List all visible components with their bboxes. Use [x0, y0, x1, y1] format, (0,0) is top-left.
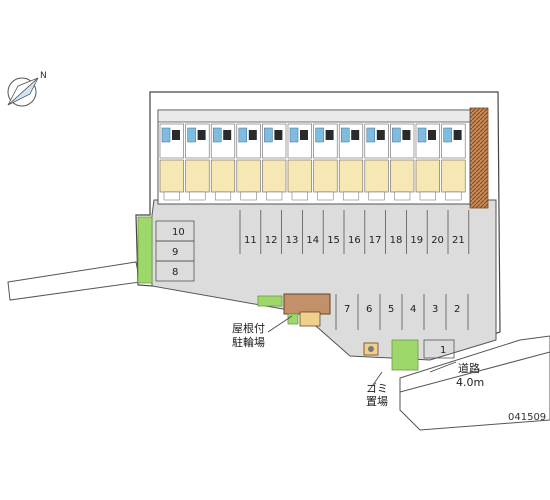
green-area-right	[391, 339, 419, 371]
garbage-station	[363, 342, 379, 356]
road-label-2: 4.0m	[456, 376, 484, 389]
parking-stall-number: 4	[410, 304, 416, 315]
parking-stall-number: 6	[366, 304, 372, 315]
compass-north-label: N	[40, 71, 47, 81]
unit	[313, 123, 338, 201]
parking-stall: 2	[445, 294, 460, 330]
parking-stall: 6	[357, 294, 372, 330]
green-strip-left	[137, 216, 153, 284]
parking-stall-number: 13	[286, 235, 299, 246]
parking-top-row: 11 12 13 14 15 16 17 18 19 20 21	[239, 210, 470, 254]
parking-stall-number: 21	[452, 235, 465, 246]
bicycle-label-2: 駐輪場	[232, 335, 265, 349]
parking-stall: 21	[447, 210, 465, 254]
parking-stall: 8	[155, 260, 195, 282]
parking-stall: 11	[239, 210, 257, 254]
parking-stall-number: 9	[172, 247, 178, 258]
access-road	[7, 261, 141, 301]
unit	[236, 123, 261, 201]
unit	[415, 123, 440, 201]
parking-stall: 13	[281, 210, 299, 254]
road-area	[399, 335, 550, 431]
parking-stall-number: 3	[432, 304, 438, 315]
unit	[390, 123, 415, 201]
parking-stall: 17	[364, 210, 382, 254]
parking-stall-number: 19	[410, 235, 423, 246]
apartment-building	[157, 109, 471, 205]
parking-left-column: 10 9 8	[155, 220, 195, 282]
parking-stall-number: 5	[388, 304, 394, 315]
parking-stall: 18	[385, 210, 403, 254]
parking-stall: 16	[343, 210, 361, 254]
unit	[364, 123, 389, 201]
unit	[287, 123, 312, 201]
parking-stall-number: 11	[244, 235, 257, 246]
compass-icon: N	[7, 71, 47, 107]
parking-stall: 14	[301, 210, 319, 254]
unit	[159, 123, 184, 201]
parking-stall: 7	[335, 294, 350, 330]
parking-stall: 19	[405, 210, 423, 254]
garbage-label-2: 置場	[366, 395, 388, 408]
unit	[210, 123, 236, 201]
parking-stall: 12	[260, 210, 278, 254]
parking-stall: 5	[379, 294, 394, 330]
garbage-label-1: ゴミ	[366, 381, 388, 395]
map-code: 041509	[508, 412, 546, 423]
parking-stall-number: 10	[172, 227, 185, 238]
parking-stall-number: 12	[265, 235, 278, 246]
parking-stall-number: 1	[440, 345, 446, 356]
parking-lot	[151, 199, 497, 361]
parking-stall-number: 16	[348, 235, 361, 246]
bicycle-label-1: 屋根付	[232, 321, 265, 335]
hatched-wall	[469, 107, 489, 209]
leader-lines	[267, 315, 457, 393]
unit	[262, 123, 287, 201]
parking-stall: 3	[423, 294, 438, 330]
parking-stall-number: 2	[454, 304, 460, 315]
parking-stall-number: 15	[327, 235, 340, 246]
parking-stall-1: 1	[423, 339, 455, 359]
parking-right-row: 7 6 5 4 3 2	[335, 294, 469, 330]
bicycle-shelter	[257, 293, 331, 327]
parking-stall-number: 8	[172, 267, 178, 278]
parking-stall: 15	[322, 210, 340, 254]
parking-stall-number: 18	[390, 235, 403, 246]
parking-stall-number: 14	[306, 235, 319, 246]
parking-stall-number: 7	[344, 304, 350, 315]
parking-stall-number: 17	[369, 235, 382, 246]
road-label-1: 道路	[458, 361, 480, 375]
parking-stall-number: 20	[431, 235, 444, 246]
parking-stall: 20	[426, 210, 444, 254]
unit	[338, 123, 364, 201]
unit	[441, 123, 466, 201]
parking-stall: 4	[401, 294, 416, 330]
unit	[185, 123, 210, 201]
